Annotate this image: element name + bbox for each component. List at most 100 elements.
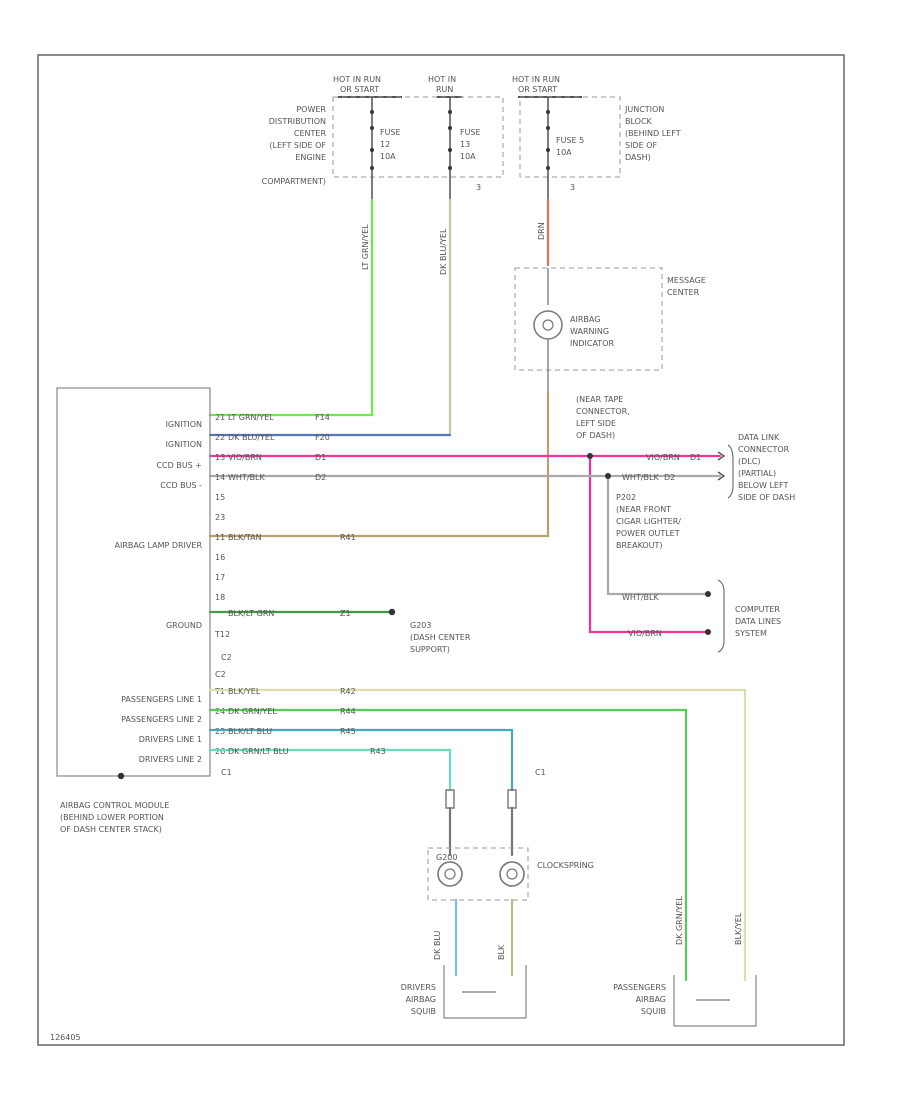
computer-label-2: DATA LINES bbox=[735, 617, 781, 626]
ccd-bus-minus-branch-wire bbox=[606, 474, 707, 596]
wl-10c: R43 bbox=[370, 747, 386, 756]
driver-squib-label-3: SQUIB bbox=[411, 1007, 436, 1016]
wl-5: BLK/TAN bbox=[228, 533, 262, 542]
pin-num-5: 15 bbox=[215, 493, 225, 502]
fuse-5-label-2: 10A bbox=[556, 148, 572, 157]
fuse-13-label-1: FUSE bbox=[460, 128, 481, 137]
fuse-5-label-1: FUSE 5 bbox=[556, 136, 584, 145]
vwire-label-3: DRN bbox=[537, 222, 546, 240]
figure-id: 126405 bbox=[50, 1033, 81, 1042]
acm-pin-passengers-1: PASSENGERS LINE 1 bbox=[121, 695, 202, 704]
dw-label-1: DK BLU bbox=[433, 931, 442, 960]
wl-6: BLK/LT GRN bbox=[228, 609, 274, 618]
wl-8c: R44 bbox=[340, 707, 356, 716]
pdc-label-2: DISTRIBUTION bbox=[269, 117, 326, 126]
wl-6c: Z1 bbox=[340, 609, 351, 618]
clockspring-coil-1-icon bbox=[437, 861, 463, 887]
p202-label-3: CIGAR LIGHTER/ bbox=[616, 517, 681, 526]
diagram-frame bbox=[37, 54, 845, 1046]
fuse-12-label-3: 10A bbox=[380, 152, 396, 161]
connector-c1-label: C1 bbox=[535, 768, 546, 777]
passenger-squib-box bbox=[673, 975, 757, 1027]
wl-5c: R41 bbox=[340, 533, 356, 542]
jb-label-2: BLOCK bbox=[625, 117, 653, 126]
passenger-squib-label-1: PASSENGERS bbox=[613, 983, 666, 992]
dlc-label-1: DATA LINK bbox=[738, 433, 780, 442]
splice-dot-1 bbox=[587, 453, 593, 459]
indicator-label-1: AIRBAG bbox=[570, 315, 600, 324]
pin-num-8: 16 bbox=[215, 553, 225, 562]
ground-label-1: G203 bbox=[410, 621, 431, 630]
dlc-label-5: BELOW LEFT bbox=[738, 481, 788, 490]
jb-label-3: (BEHIND LEFT bbox=[625, 129, 681, 138]
hot-run-start-label-1: HOT IN RUN bbox=[333, 75, 381, 84]
fuse-12-label-2: 12 bbox=[380, 140, 390, 149]
dlc-wire-circuit-2: D2 bbox=[664, 473, 675, 482]
ground-label-2: (DASH CENTER bbox=[410, 633, 471, 642]
driver-connector-2 bbox=[507, 789, 517, 809]
vwire-label-1: LT GRN/YEL bbox=[361, 224, 370, 270]
dlc-wire-label-1: VIO/BRN bbox=[646, 453, 680, 462]
dlc-label-4: (PARTIAL) bbox=[738, 469, 776, 478]
splice-dot-2 bbox=[605, 473, 611, 479]
wl-8: DK GRN/YEL bbox=[228, 707, 277, 716]
drivers-line-1-wire bbox=[208, 728, 514, 792]
pin-num-2: 22 bbox=[215, 433, 225, 442]
message-center-box bbox=[514, 267, 663, 371]
passenger-squib-label-2: AIRBAG bbox=[636, 995, 666, 1004]
ground-label-3: SUPPORT) bbox=[410, 645, 450, 654]
pin-num-17: C1 bbox=[221, 768, 232, 777]
wl-1c: F14 bbox=[315, 413, 330, 422]
driver-squib-box bbox=[443, 965, 527, 1019]
wl-3: VIO/BRN bbox=[228, 453, 262, 462]
pdc-label-5: ENGINE bbox=[295, 153, 326, 162]
airbag-warning-lamp-icon bbox=[533, 310, 563, 340]
passenger-squib-label-3: SQUIB bbox=[641, 1007, 666, 1016]
pin-num-1: 21 bbox=[215, 413, 225, 422]
pin-num-16: 26 bbox=[215, 747, 225, 756]
dlc-arrow-2 bbox=[717, 471, 726, 481]
drivers-line-2-wire bbox=[208, 748, 452, 792]
hot-run-label-2: RUN bbox=[436, 85, 453, 94]
driver-connector-1 bbox=[445, 789, 455, 809]
acm-label-1: AIRBAG CONTROL MODULE bbox=[60, 801, 169, 810]
ignition-wire-1 bbox=[208, 198, 374, 417]
passengers-line-2-wire bbox=[208, 708, 688, 982]
clockspring-small-label: G200 bbox=[436, 853, 457, 862]
cdl-wire-label-2: VIO/BRN bbox=[628, 629, 662, 638]
message-center-label-2: CENTER bbox=[667, 288, 700, 297]
hot-run-start-label-2: OR START bbox=[340, 85, 379, 94]
dlc-arrow-1 bbox=[717, 451, 726, 461]
fuse-13: FUSE 13 10A bbox=[448, 97, 481, 200]
acm-pin-ccd-plus: CCD BUS + bbox=[156, 461, 202, 470]
cdl-bracket bbox=[717, 579, 725, 653]
acm-label-2: (BEHIND LOWER PORTION bbox=[60, 813, 164, 822]
dw-label-2: BLK bbox=[497, 944, 506, 960]
clockspring-coil-2-icon bbox=[499, 861, 525, 887]
message-center-label-1: MESSAGE bbox=[667, 276, 706, 285]
vwire-label-2: DK BLU/YEL bbox=[439, 228, 448, 275]
pin-num-12: C2 bbox=[215, 670, 226, 679]
pin-num-11: T12 bbox=[214, 630, 230, 639]
p202-label-5: BREAKOUT) bbox=[616, 541, 663, 550]
clockspring-label: CLOCKSPRING bbox=[537, 861, 594, 870]
jb-label-5: DASH) bbox=[625, 153, 651, 162]
pin-num-4: 14 bbox=[215, 473, 225, 482]
wl-1: LT GRN/YEL bbox=[228, 413, 274, 422]
cdl-dot-2 bbox=[705, 629, 711, 635]
airbag-control-module-box bbox=[56, 387, 211, 777]
wl-7c: R42 bbox=[340, 687, 356, 696]
wl-2c: F20 bbox=[315, 433, 330, 442]
wl-9c: R45 bbox=[340, 727, 356, 736]
pdc-label-1: POWER bbox=[296, 105, 326, 114]
acm-label-3: OF DASH CENTER STACK) bbox=[60, 825, 162, 834]
pin-num-3: 13 bbox=[215, 453, 225, 462]
indicator-label-2: WARNING bbox=[570, 327, 609, 336]
clockspring-box bbox=[427, 847, 529, 901]
pin-num-13: T1 bbox=[214, 687, 225, 696]
ccd-bus-plus-branch-wire bbox=[588, 454, 707, 634]
computer-label-3: SYSTEM bbox=[735, 629, 767, 638]
acm-pin-ground: GROUND bbox=[166, 621, 202, 630]
hot-run-label-1: HOT IN bbox=[428, 75, 456, 84]
